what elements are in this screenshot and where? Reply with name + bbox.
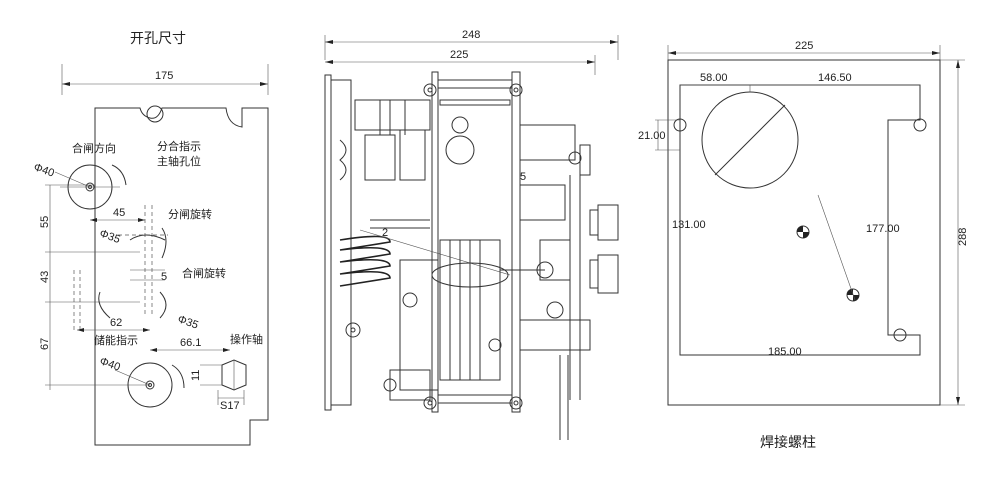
stud-plate: [667, 59, 941, 406]
label-main-shaft: 主轴孔位: [157, 154, 201, 168]
label-close-direction: 合闸方向: [72, 141, 116, 155]
stud-panel: 225 58.00 146.50 21.00: [638, 40, 969, 451]
dim-43: 43: [39, 271, 51, 283]
mechanism-view: 248 225 2: [324, 29, 619, 440]
stud-hole-3: [893, 328, 907, 342]
dim-55: 55: [39, 216, 51, 228]
dim-s17: S17: [220, 400, 240, 412]
button-lower: [597, 254, 619, 294]
dim-177: 177.00: [866, 223, 900, 235]
dim-248: 248: [462, 29, 480, 41]
dim-175: 175: [155, 70, 173, 82]
dim-185: 185.00: [768, 346, 802, 358]
dim-225-right: 225: [795, 40, 813, 52]
label-operate-shaft: 操作轴: [230, 332, 263, 346]
label-storage: 储能指示: [94, 333, 138, 347]
center-mark-1: [796, 225, 810, 239]
phi35-b: Φ35: [176, 313, 200, 331]
phi40-bottom: Φ40: [98, 355, 122, 373]
button-upper: [597, 204, 619, 241]
dim-5: 5: [161, 271, 167, 283]
dim-225-mid: 225: [450, 49, 468, 61]
phi40-top: Φ40: [32, 161, 56, 179]
stud-hole-1: [673, 118, 687, 132]
stud-hole-2: [913, 118, 927, 132]
dim-67: 67: [39, 338, 51, 350]
closing-spring: [339, 219, 430, 287]
mark-2: 2: [382, 227, 388, 239]
cutout-title: 开孔尺寸: [130, 31, 186, 47]
phi35-a: Φ35: [98, 228, 122, 246]
dim-66-1: 66.1: [180, 337, 201, 349]
dim-58: 58.00: [700, 72, 728, 84]
mount-hole-top: [146, 105, 164, 123]
label-close-rotate: 合闸旋转: [182, 266, 226, 280]
label-split-close: 分合指示: [157, 139, 201, 153]
bottom-phi40-circle: [127, 362, 173, 408]
inner-outline: [679, 84, 921, 356]
dim-288: 288: [957, 228, 969, 246]
dim-62: 62: [110, 317, 122, 329]
mark-5: 5: [520, 171, 526, 183]
dim-11: 11: [190, 370, 202, 381]
right-plate: [511, 71, 521, 413]
dim-146-5: 146.50: [818, 72, 852, 84]
dim-131: 131.00: [672, 219, 706, 231]
cutout-panel: 开孔尺寸 175 55 43 67 Φ40 合闸方向 分合指示 主轴孔位: [32, 31, 269, 446]
stud-title: 焊接螺柱: [760, 434, 816, 451]
dim-45: 45: [113, 207, 125, 219]
label-open-rotate: 分闸旋转: [168, 207, 212, 221]
mid-plate: [431, 71, 439, 413]
left-plate: [324, 74, 332, 411]
dim-21: 21.00: [638, 130, 666, 142]
